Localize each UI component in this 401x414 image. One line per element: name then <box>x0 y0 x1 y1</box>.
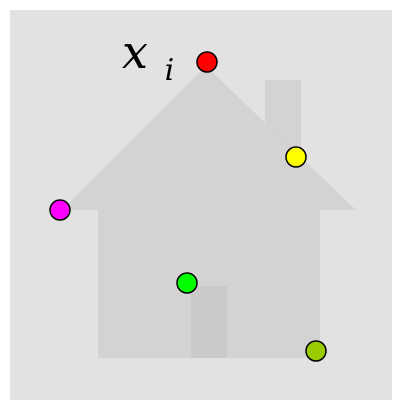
point-red <box>196 51 218 73</box>
house-roof <box>62 66 356 210</box>
point-magenta <box>49 199 71 221</box>
house-silhouette <box>62 66 356 358</box>
point-yellow <box>285 146 307 168</box>
point-label: x i <box>122 25 174 88</box>
point-label-subscript: i <box>165 53 175 88</box>
point-olive <box>305 340 327 362</box>
points-group <box>49 51 327 362</box>
point-label-main: x <box>122 25 148 79</box>
house-door <box>191 286 227 358</box>
point-green <box>176 272 198 294</box>
